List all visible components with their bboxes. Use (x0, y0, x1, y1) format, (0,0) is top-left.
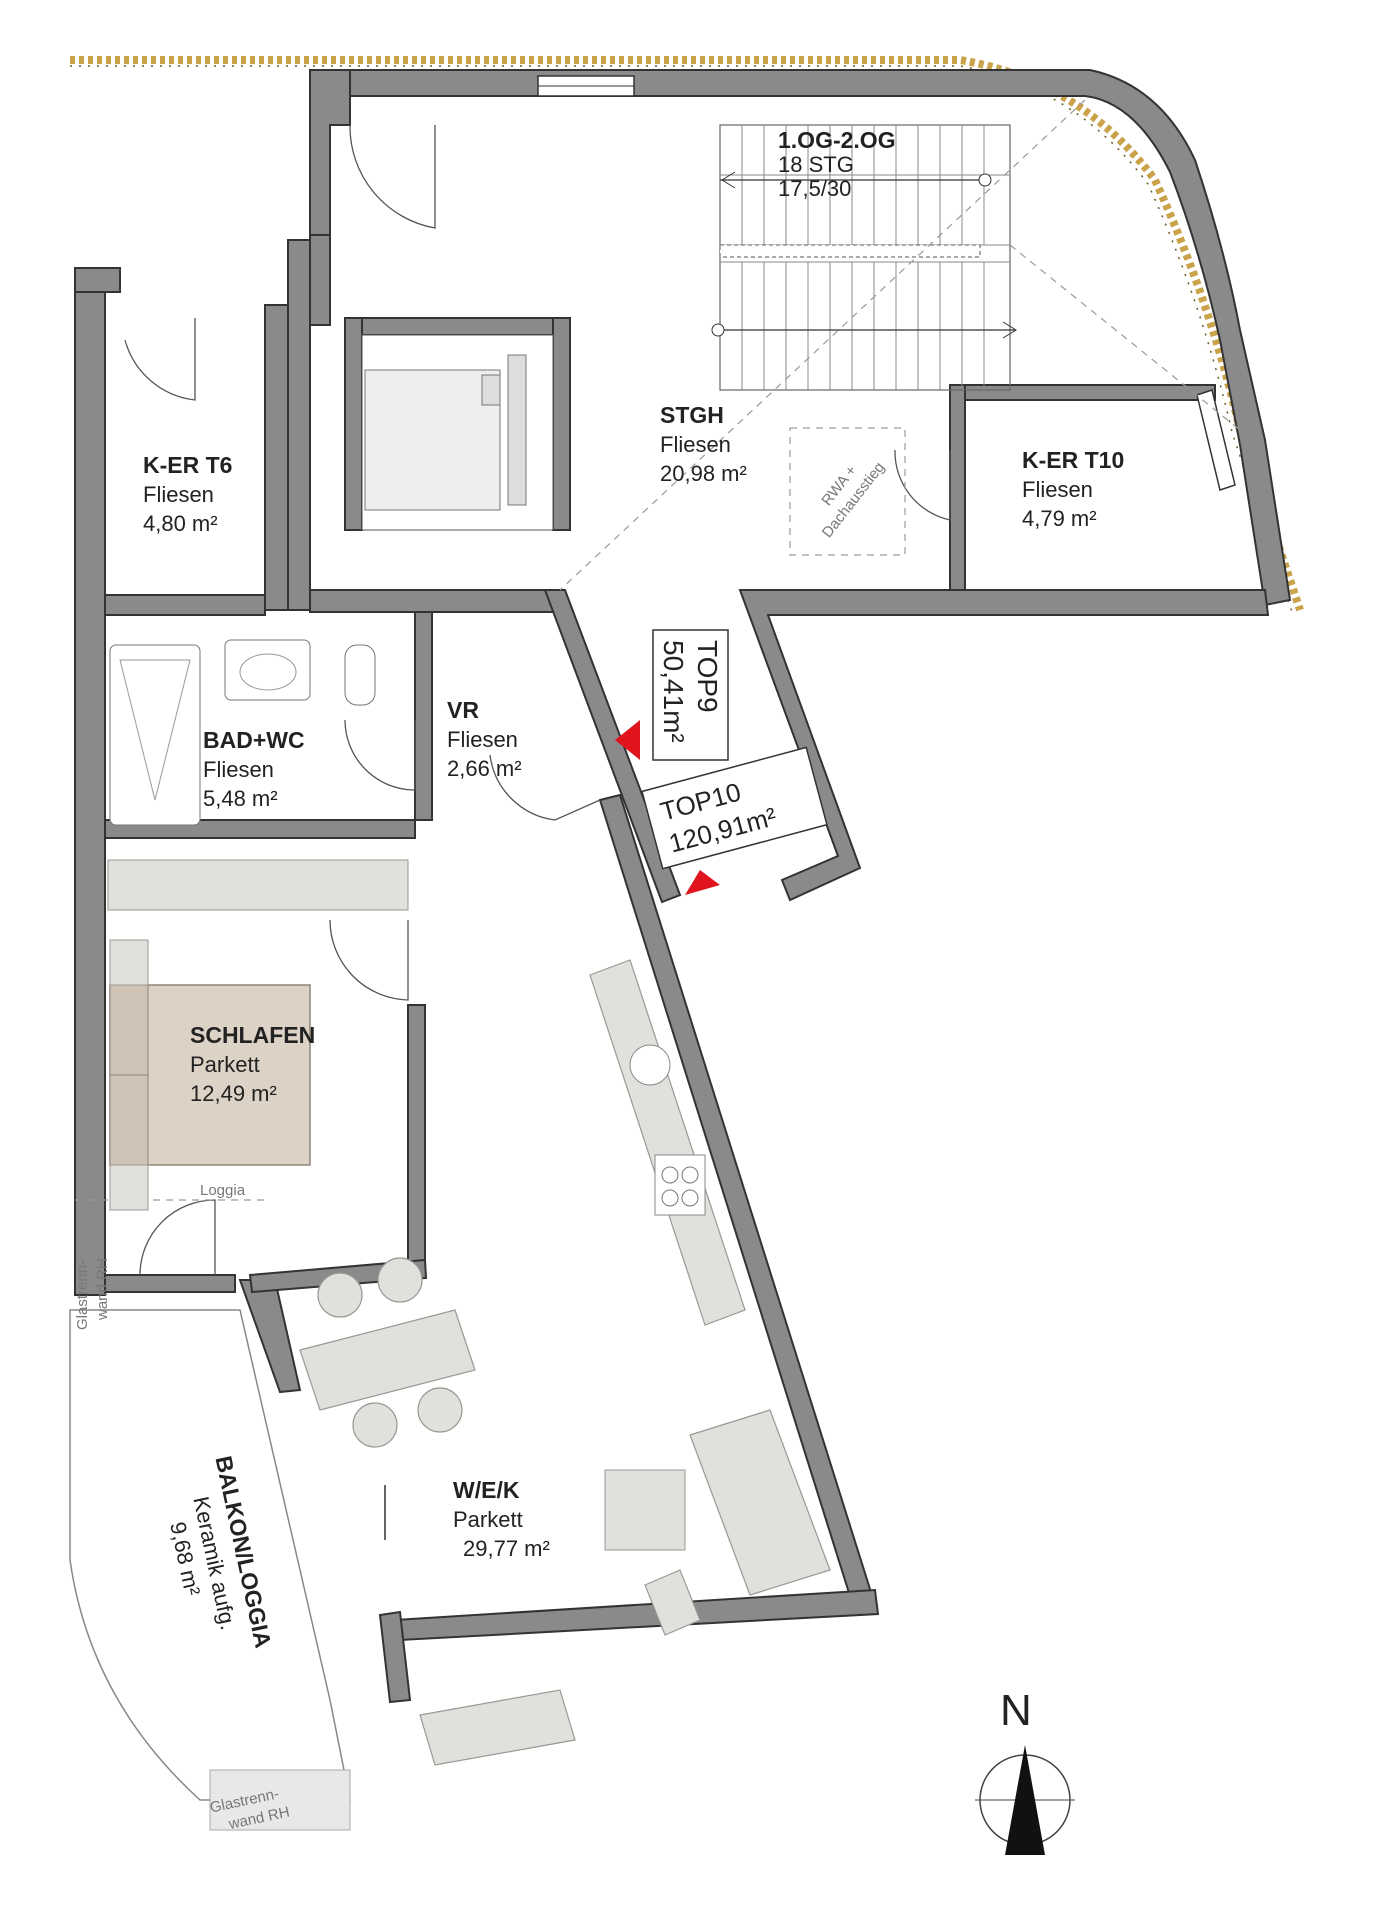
doors (124, 124, 951, 1540)
property-hedge (70, 56, 1304, 613)
stair-steps-label: 18 STG (778, 152, 854, 177)
north-arrow-icon (1005, 1745, 1045, 1855)
room-name: VR (447, 697, 479, 723)
top9-entrance-arrow (615, 720, 640, 760)
room-area: 29,77 m² (463, 1536, 550, 1561)
exterior-walls (74, 69, 1292, 1704)
room-floor: Fliesen (660, 432, 731, 457)
room-balkon: BALKON/LOGGIA Keramik aufg. 9,68 m² (165, 1453, 276, 1650)
room-ker-t6: K-ER T6 Fliesen 4,80 m² (143, 452, 232, 536)
room-name: STGH (660, 402, 724, 428)
elevator (361, 334, 554, 531)
room-area: 12,49 m² (190, 1081, 277, 1106)
room-schlafen: SCHLAFEN Parkett 12,49 m² (190, 1022, 315, 1106)
bathroom-fixtures (109, 639, 376, 826)
stair-ratio-label: 17,5/30 (778, 176, 851, 201)
room-area: 4,80 m² (143, 511, 218, 536)
top9-label: TOP9 50,41m² (652, 629, 729, 761)
glastrennwand-line2: wand RH (94, 1258, 111, 1321)
room-area: 4,79 m² (1022, 506, 1097, 531)
rwa-label: RWA + Dachausstieg (818, 459, 888, 541)
room-name: SCHLAFEN (190, 1022, 315, 1048)
room-wek: W/E/K Parkett 29,77 m² (453, 1477, 550, 1561)
stair-floors-label: 1.OG-2.OG (778, 127, 896, 153)
top10-label: TOP10 120,91m² (641, 746, 828, 870)
room-floor: Fliesen (1022, 477, 1093, 502)
staircase (711, 124, 1017, 391)
top9-area: 50,41m² (658, 640, 689, 743)
room-floor: Fliesen (203, 757, 274, 782)
room-floor: Fliesen (143, 482, 214, 507)
room-stgh: STGH Fliesen 20,98 m² (660, 402, 747, 486)
bedroom-furniture (107, 859, 409, 1211)
top10-entrance-arrow (685, 870, 720, 895)
dashed-lines (75, 99, 1241, 1201)
north-label: N (1000, 1686, 1032, 1735)
top9-name: TOP9 (692, 640, 723, 713)
room-area: 20,98 m² (660, 461, 747, 486)
windows (537, 75, 1236, 491)
room-vr: VR Fliesen 2,66 m² (447, 697, 522, 781)
room-name: K-ER T10 (1022, 447, 1124, 473)
room-name: BAD+WC (203, 727, 305, 753)
room-bad-wc: BAD+WC Fliesen 5,48 m² (203, 727, 305, 811)
room-name: K-ER T6 (143, 452, 232, 478)
loggia-label: Loggia (200, 1182, 246, 1199)
living-furniture (299, 959, 831, 1766)
room-area: 5,48 m² (203, 786, 278, 811)
glastrennwand-label-left: Glastrenn- wand RH (74, 1258, 111, 1330)
room-floor: Fliesen (447, 727, 518, 752)
balcony-outline (69, 1309, 351, 1831)
room-area: 2,66 m² (447, 756, 522, 781)
room-ker-t10: K-ER T10 Fliesen 4,79 m² (1022, 447, 1124, 531)
room-floor: Parkett (190, 1052, 260, 1077)
room-name: W/E/K (453, 1477, 520, 1503)
glastrennwand-line1: Glastrenn- (74, 1260, 91, 1330)
north-compass: N (975, 1686, 1075, 1855)
room-floor: Parkett (453, 1507, 523, 1532)
